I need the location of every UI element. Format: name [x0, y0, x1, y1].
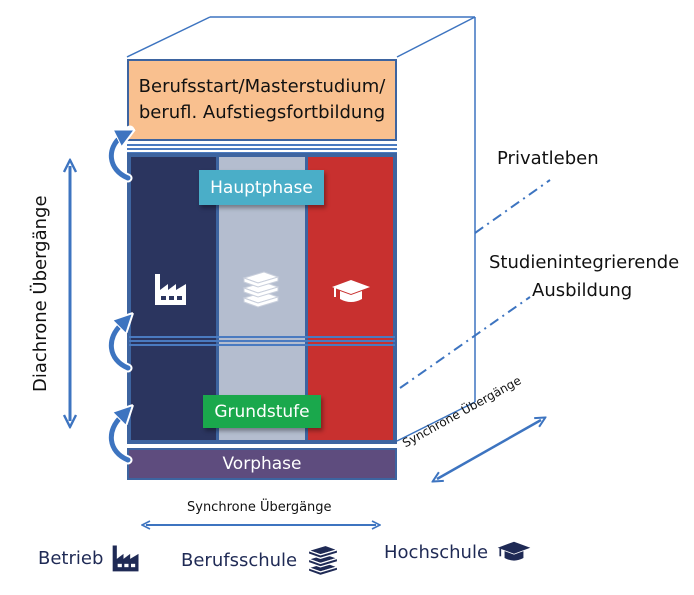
legend-berufsschule-text: Berufsschule: [181, 549, 298, 571]
privatleben-plane-line: [474, 179, 551, 234]
books-icon: [242, 271, 280, 308]
transition-arrows: [106, 125, 150, 465]
berufsstart-line2: berufl. Aufstiegsfortbildung: [138, 102, 386, 123]
diachrone-label: Diachrone Übergänge: [30, 195, 51, 392]
factory-icon: [155, 274, 186, 305]
hauptphase-label: Hauptphase: [199, 170, 324, 205]
studienintegrierende-label-line2: Ausbildung: [532, 280, 633, 301]
berufsstart-box: Berufsstart/Masterstudium/ berufl. Aufst…: [127, 59, 397, 141]
legend-hochschule-text: Hochschule: [384, 541, 489, 563]
graduation-cap-icon: [497, 541, 531, 561]
vorphase-text: Vorphase: [222, 454, 302, 474]
vorphase-bar: Vorphase: [127, 448, 397, 480]
legend-hochschule: Hochschule: [384, 540, 532, 564]
cube-edge: [396, 16, 476, 58]
legend-betrieb: Betrieb: [38, 543, 141, 573]
studienintegrierende-label-line1: Studienintegrierende: [489, 252, 680, 273]
graduation-cap-icon: [332, 280, 370, 302]
grundstufe-label: Grundstufe: [203, 395, 321, 428]
privatleben-label: Privatleben: [497, 148, 599, 169]
grundstufe-text: Grundstufe: [214, 401, 310, 422]
synchrone-diagonal-arrow: [437, 420, 541, 479]
books-icon: [306, 544, 340, 577]
legend-betrieb-text: Betrieb: [38, 547, 104, 569]
factory-icon: [113, 545, 139, 572]
legend-berufsschule: Berufsschule: [181, 543, 341, 577]
cube-edge: [126, 16, 211, 58]
separator-middle: [129, 336, 395, 346]
hauptphase-text: Hauptphase: [210, 177, 313, 198]
berufsstart-line1: Berufsstart/Masterstudium/: [138, 76, 386, 97]
columns-frame: [127, 153, 397, 444]
separator-top: [127, 143, 397, 153]
synchrone-bottom-label: Synchrone Übergänge: [187, 500, 332, 515]
studienintegrierende-plane-line: [399, 296, 531, 389]
